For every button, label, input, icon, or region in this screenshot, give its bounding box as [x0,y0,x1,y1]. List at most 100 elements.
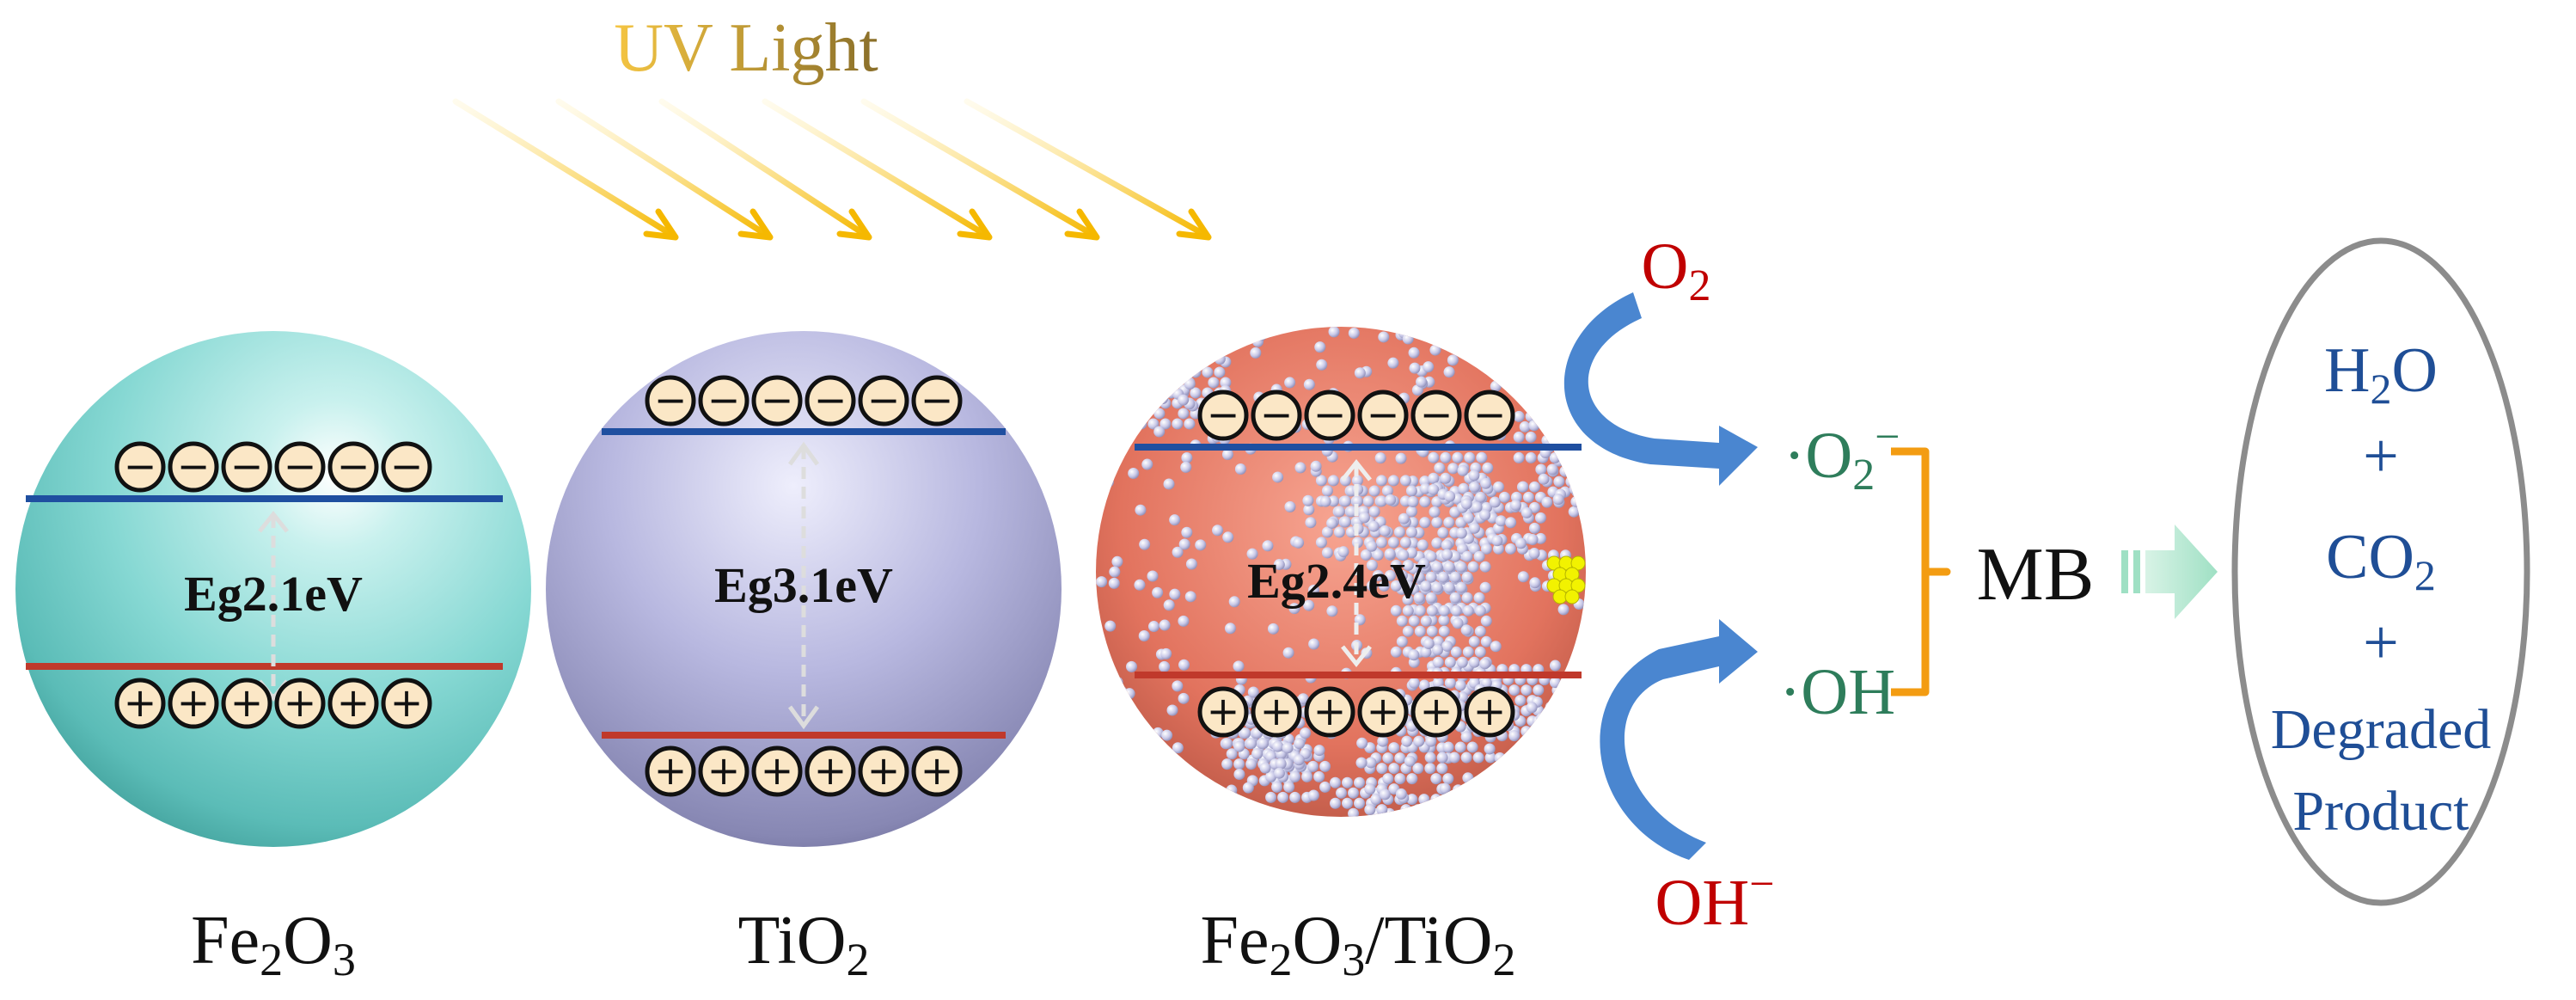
uv-beams [452,98,1207,237]
charge-symbol: + [814,747,847,794]
nanoparticle [1416,539,1429,551]
nanoparticle [1141,458,1153,470]
nanoparticle [1436,763,1448,775]
charge-circle [698,375,750,426]
nanoparticle [1402,625,1414,637]
nanoparticle [1418,557,1430,569]
nanoparticle [1245,758,1257,770]
nanoparticle [1416,376,1428,388]
plus-sign-1: + [2363,421,2399,492]
nanoparticle [1190,366,1202,378]
nanoparticle [1314,341,1326,353]
nanoparticle [1178,538,1190,550]
nanoparticle [1489,496,1501,508]
charge-circle [645,375,696,426]
charge-symbol: − [124,443,157,489]
nanoparticle [1330,819,1341,830]
nanoparticle [1313,770,1325,782]
charge-circle [1410,390,1462,441]
nanoparticle [1273,559,1285,571]
nanoparticle [1135,377,1147,389]
nanoparticle [1313,745,1325,757]
nanoparticle [1315,537,1327,549]
tio2-sphere: Eg3.1eV [546,331,1062,847]
nanoparticle [1474,604,1486,617]
nanoparticle [1398,512,1410,525]
nanoparticle [1388,763,1400,775]
nanoparticle [1390,580,1402,592]
nanoparticle [1424,763,1436,775]
nanoparticle [1135,504,1147,516]
nanoparticle [1419,496,1431,508]
nanoparticle [1250,347,1262,359]
nanoparticle [1462,772,1474,784]
nanoparticle [1474,491,1486,503]
nanoparticle [1310,460,1322,472]
mb-label: MB [1977,533,2095,617]
nanoparticle [1443,366,1455,378]
nanoparticle [1402,333,1414,345]
nanoparticle [1462,646,1474,658]
nanoparticle [1262,540,1274,552]
nanoparticle [1616,370,1627,381]
nanoparticle [1484,743,1496,755]
nanoparticle [1601,476,1612,488]
nanoparticle [1402,580,1414,592]
nanoparticle [1301,770,1313,782]
nanoparticle [1384,569,1396,581]
nanoparticle [1284,500,1296,512]
nanoparticle [1111,555,1123,567]
nanoparticle [1419,517,1431,529]
charge-symbol: + [124,679,157,726]
nanoparticle [1399,475,1411,487]
nanoparticle [1406,794,1418,806]
nanoparticle [1307,584,1319,596]
nanoparticle [1536,713,1548,725]
nanoparticle [1622,401,1633,412]
nanoparticle [1442,773,1454,785]
nanoparticle [1466,741,1478,753]
nanoparticle [1429,506,1441,518]
nanoparticle [1556,348,1568,360]
nanoparticle [1315,475,1327,487]
charge-symbol: − [1367,391,1400,438]
nanoparticle [1294,738,1306,750]
nanoparticle [1111,770,1123,782]
nanoparticle [1438,604,1450,617]
charge-symbol: − [284,443,317,489]
nanoparticle [1394,752,1406,764]
nanoparticle [1413,592,1425,604]
nanoparticle [1432,656,1444,668]
nanoparticle [1123,688,1135,700]
nanoparticle [1096,576,1108,588]
nanoparticle [1489,780,1501,792]
nanoparticle [1342,797,1354,809]
nanoparticle [1157,393,1169,405]
nanoparticle [1508,730,1521,742]
nanoparticle [1221,738,1233,750]
products-ellipse [2231,237,2530,906]
charge-circle [274,441,326,493]
nanoparticle [1408,615,1420,627]
nanoparticle [1449,571,1461,583]
nanoparticle [1368,485,1380,497]
charge-symbol: + [1367,688,1400,734]
nanoparticle [1330,797,1342,809]
nanoparticle [1568,328,1580,340]
nanoparticle [1233,758,1245,770]
nanoparticle [1303,504,1315,516]
nanoparticle [1408,677,1420,689]
nanoparticle [1368,506,1380,518]
nanoparticle [1135,418,1147,430]
nanoparticle [1326,605,1338,617]
nanoparticle [1490,359,1502,371]
nanoparticle [1473,550,1485,562]
nanoparticle [1468,469,1480,482]
nanoparticle [1556,707,1568,719]
nanoparticle [1441,549,1453,561]
nanoparticle [1172,680,1184,692]
nanoparticle [1339,495,1351,507]
nanoparticle [1619,466,1631,477]
nanoparticle [1468,635,1480,647]
o2-label: O2 [1642,230,1711,310]
